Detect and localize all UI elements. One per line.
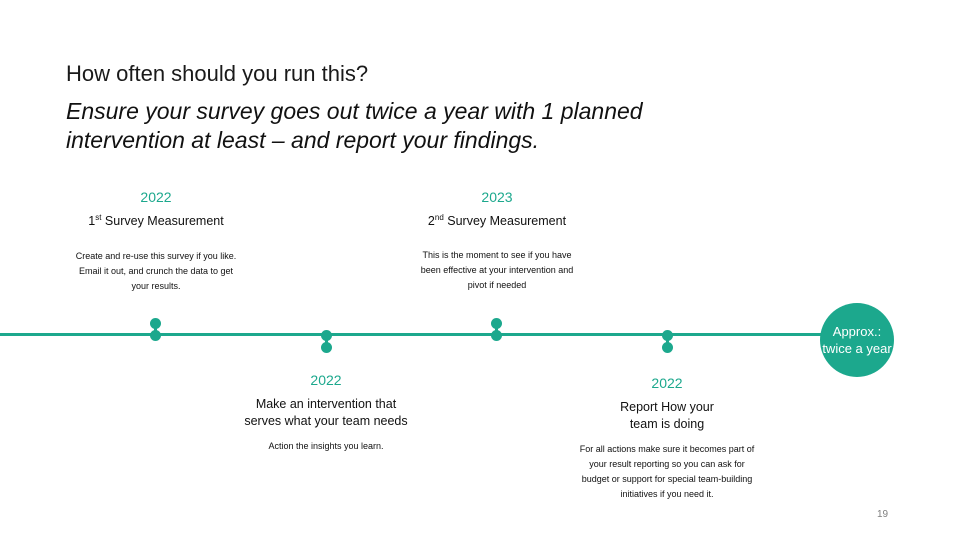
milestone-1-dot-top (150, 318, 161, 329)
milestone-year: 2023 (481, 189, 513, 205)
milestone-4: 2022 Report How your team is doing For a… (578, 374, 756, 502)
milestone-heading: 1st Survey Measurement (88, 212, 224, 228)
milestone-3: 2023 2nd Survey Measurement This is the … (412, 188, 582, 293)
milestone-2-dot-bottom (321, 342, 332, 353)
milestone-1-dot-line (150, 330, 161, 341)
milestone-description: For all actions make sure it becomes par… (579, 444, 755, 499)
milestone-3-dot-line (491, 330, 502, 341)
milestone-year: 2022 (651, 375, 683, 391)
milestone-2-stem (325, 334, 328, 348)
milestone-description: Action the insights you learn. (268, 441, 384, 451)
milestone-3-stem (495, 323, 498, 336)
milestone-heading: Report How your team is doing (620, 400, 714, 431)
milestone-3-dot-top (491, 318, 502, 329)
milestone-4-stem (666, 334, 669, 348)
milestone-year: 2022 (310, 372, 342, 388)
milestone-1: 2022 1st Survey Measurement Create and r… (70, 188, 242, 294)
milestone-description: Create and re-use this survey if you lik… (75, 251, 237, 291)
slide-subtitle: Ensure your survey goes out twice a year… (66, 98, 643, 153)
timeline-endpoint-badge: Approx.: twice a year (820, 303, 894, 377)
milestone-4-dot-line (662, 330, 673, 341)
page-number: 19 (877, 509, 889, 520)
milestone-2: 2022 Make an intervention that serves wh… (236, 371, 416, 454)
milestone-year: 2022 (140, 189, 172, 205)
timeline-line (0, 333, 830, 336)
milestone-heading: Make an intervention that serves what yo… (244, 397, 408, 428)
milestone-2-dot-line (321, 330, 332, 341)
milestone-description: This is the moment to see if you have be… (420, 250, 574, 290)
milestone-1-stem (154, 323, 157, 336)
milestone-heading: 2nd Survey Measurement (427, 212, 567, 228)
slide-title: How often should you run this? (66, 61, 369, 86)
milestone-4-dot-bottom (662, 342, 673, 353)
